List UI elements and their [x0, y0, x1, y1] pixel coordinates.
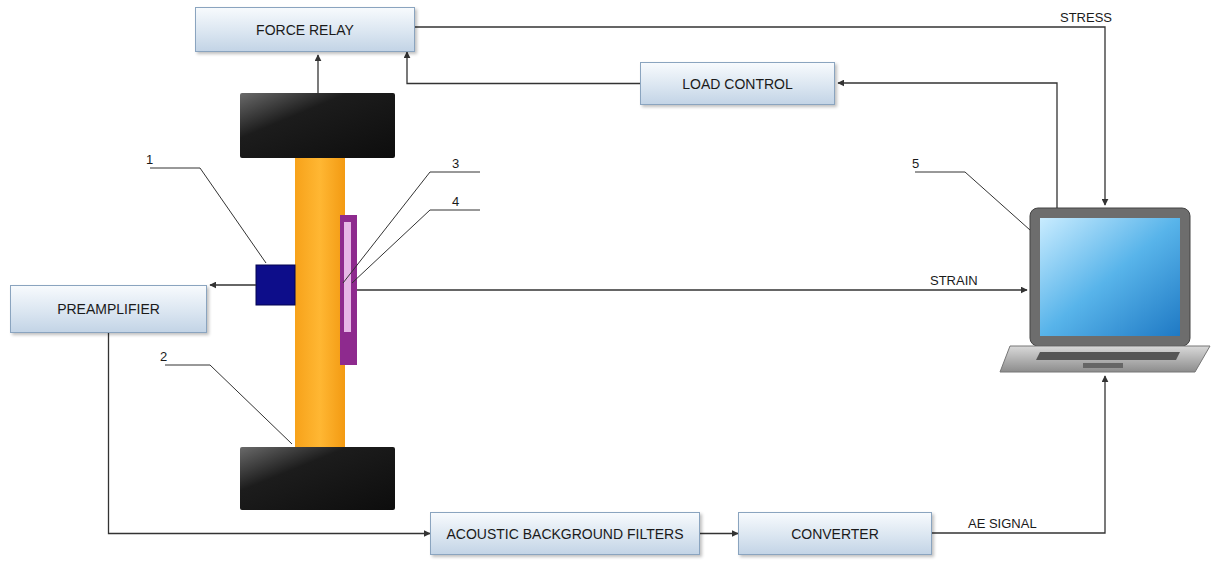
strain-wire — [357, 289, 1027, 290]
callout-number: 4 — [452, 195, 459, 208]
leader-line — [343, 172, 480, 283]
process-box: LOAD CONTROL — [640, 62, 835, 105]
laptop-keyboard — [1036, 352, 1180, 360]
signal-arrow — [700, 533, 738, 534]
laptop-base — [1000, 346, 1210, 372]
box-label: PREAMPLIFIER — [57, 301, 160, 317]
callout-number: 2 — [160, 350, 167, 363]
control-wire — [838, 83, 1057, 208]
signal-arrow — [407, 52, 640, 84]
box-label: LOAD CONTROL — [682, 76, 792, 92]
signal-name: STRAIN — [930, 274, 978, 287]
process-box: ACOUSTIC BACKGROUND FILTERS — [430, 512, 700, 555]
signal-arrow — [109, 333, 431, 534]
leader-line — [150, 168, 266, 263]
leader-line — [165, 365, 292, 444]
callout-number: 3 — [452, 157, 459, 170]
laptop-screen — [1040, 218, 1180, 336]
box-label: FORCE RELAY — [256, 22, 354, 38]
strain-gauge — [340, 215, 357, 365]
specimen — [295, 150, 345, 455]
ae-signal-wire — [932, 376, 1105, 533]
sensor-wire — [210, 284, 256, 285]
lower-grip — [240, 447, 395, 510]
callout-number: 1 — [146, 153, 153, 166]
ae-sensor — [256, 265, 295, 305]
signal-name: AE SIGNAL — [968, 517, 1037, 530]
leader-line — [352, 210, 480, 283]
box-label: CONVERTER — [791, 526, 879, 542]
laptop-lid — [1030, 208, 1190, 346]
process-box: PREAMPLIFIER — [10, 285, 207, 333]
callout-number: 5 — [912, 157, 919, 170]
upper-grip — [240, 93, 395, 158]
laptop-touchpad — [1083, 363, 1123, 368]
stress-wire — [415, 27, 1105, 205]
signal-name: STRESS — [1060, 11, 1112, 24]
box-label: ACOUSTIC BACKGROUND FILTERS — [447, 526, 684, 542]
process-box: FORCE RELAY — [195, 7, 415, 52]
process-box: CONVERTER — [738, 512, 932, 555]
grip-to-relay-wire — [317, 55, 318, 93]
leader-line — [915, 172, 1030, 230]
